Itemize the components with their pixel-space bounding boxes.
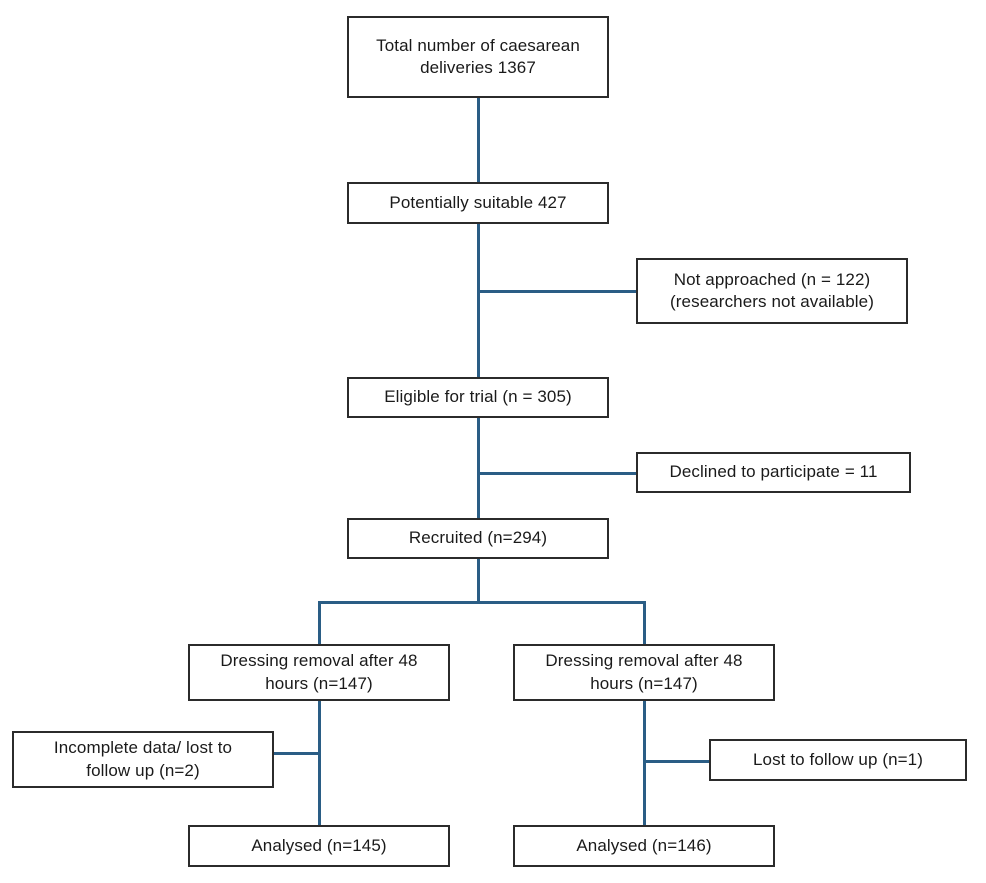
node-declined-to-participate-label: Declined to participate = 11 (669, 462, 878, 482)
connector-suitable-to-eligible (477, 224, 480, 378)
connector-left-arm-to-analysed (318, 700, 321, 825)
node-loss-left-incomplete-data[interactable]: Incomplete data/ lost to follow up (n=2) (12, 731, 274, 788)
node-analysed-right[interactable]: Analysed (n=146) (513, 825, 775, 867)
node-arm-right-line-1: Dressing removal after 48 (545, 651, 743, 671)
node-arm-left-line-2: hours (n=147) (265, 673, 373, 693)
connector-to-loss-left (272, 752, 320, 755)
connector-total-to-suitable (477, 98, 480, 182)
node-not-approached-line-1: Not approached (n = 122) (673, 269, 871, 289)
node-not-approached-label: Not approached (n = 122) (researchers no… (646, 269, 898, 314)
node-potentially-suitable[interactable]: Potentially suitable 427 (347, 182, 609, 224)
node-arm-right-label: Dressing removal after 48 hours (n=147) (523, 650, 765, 695)
node-analysed-left-label: Analysed (n=145) (251, 835, 387, 855)
node-arm-left-label: Dressing removal after 48 hours (n=147) (198, 650, 440, 695)
node-eligible-for-trial-label: Eligible for trial (n = 305) (384, 387, 572, 407)
connector-recruited-to-split (477, 558, 480, 603)
connector-eligible-to-recruited (477, 417, 480, 520)
node-loss-left-line-1: Incomplete data/ lost to (53, 738, 233, 758)
node-loss-left-line-2: follow up (n=2) (86, 760, 200, 780)
node-arm-right-line-2: hours (n=147) (590, 673, 698, 693)
node-loss-right-label: Lost to follow up (n=1) (752, 749, 924, 769)
node-not-approached-line-2: (researchers not available) (670, 292, 874, 311)
node-analysed-right-label: Analysed (n=146) (576, 835, 712, 855)
node-declined-to-participate[interactable]: Declined to participate = 11 (636, 452, 911, 493)
node-analysed-left[interactable]: Analysed (n=145) (188, 825, 450, 867)
node-arm-right-dressing-removal[interactable]: Dressing removal after 48 hours (n=147) (513, 644, 775, 701)
node-loss-right-lost-to-follow-up[interactable]: Lost to follow up (n=1) (709, 739, 967, 781)
node-eligible-for-trial[interactable]: Eligible for trial (n = 305) (347, 377, 609, 418)
node-total-deliveries[interactable]: Total number of caesarean deliveries 136… (347, 16, 609, 98)
node-not-approached[interactable]: Not approached (n = 122) (researchers no… (636, 258, 908, 324)
node-total-deliveries-label: Total number of caesarean deliveries 136… (376, 35, 580, 77)
connector-split-leg-right (643, 601, 646, 644)
connector-to-loss-right (643, 760, 709, 763)
node-potentially-suitable-label: Potentially suitable 427 (389, 192, 567, 212)
connector-to-not-approached (477, 290, 636, 293)
connector-split-leg-left (318, 601, 321, 644)
node-loss-left-label: Incomplete data/ lost to follow up (n=2) (22, 737, 264, 782)
node-recruited[interactable]: Recruited (n=294) (347, 518, 609, 559)
connector-allocation-split-bar (318, 601, 646, 604)
node-arm-left-line-1: Dressing removal after 48 (220, 651, 418, 671)
node-arm-left-dressing-removal[interactable]: Dressing removal after 48 hours (n=147) (188, 644, 450, 701)
node-recruited-label: Recruited (n=294) (408, 528, 548, 548)
connector-to-declined (477, 472, 636, 475)
